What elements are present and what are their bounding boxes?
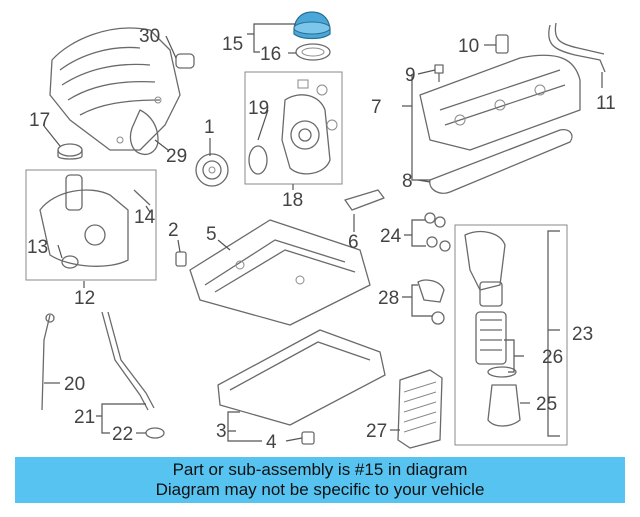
callout-10: 10 bbox=[458, 36, 479, 57]
oil-filter-box bbox=[454, 224, 568, 446]
callout-6: 6 bbox=[348, 232, 359, 253]
dipstick-20 bbox=[41, 313, 55, 411]
callout-18: 18 bbox=[282, 190, 303, 211]
lower-cover-box bbox=[25, 169, 157, 281]
valve-cover bbox=[419, 54, 581, 151]
callout-14: 14 bbox=[134, 207, 156, 228]
part-15-oil-filler-cap[interactable] bbox=[293, 11, 331, 40]
plug-2 bbox=[175, 251, 187, 267]
callout-8: 8 bbox=[402, 171, 413, 192]
leader-lines bbox=[43, 23, 603, 442]
valve-cover-gasket bbox=[429, 129, 573, 194]
part-16-seal bbox=[295, 43, 331, 61]
info-banner: Part or sub-assembly is #15 in diagram D… bbox=[15, 457, 625, 503]
callout-11: 11 bbox=[596, 93, 616, 114]
callout-24: 24 bbox=[380, 226, 402, 247]
callout-28: 28 bbox=[378, 288, 399, 309]
oil-pan-upper bbox=[189, 219, 371, 326]
tube-6 bbox=[344, 189, 385, 211]
callout-26: 26 bbox=[542, 347, 563, 368]
callout-9: 9 bbox=[405, 65, 416, 86]
ring-22 bbox=[145, 427, 165, 439]
callout-4: 4 bbox=[266, 432, 277, 453]
oil-cooler-27 bbox=[397, 369, 443, 449]
callout-17: 17 bbox=[29, 110, 50, 131]
bolt-9 bbox=[434, 64, 444, 82]
callout-21: 21 bbox=[74, 407, 95, 428]
callout-23: 23 bbox=[572, 324, 593, 345]
gasket-30 bbox=[175, 53, 195, 69]
sensor-10 bbox=[495, 34, 509, 54]
callout-30: 30 bbox=[139, 26, 160, 47]
oil-pan-lower bbox=[217, 329, 386, 426]
dipstick-tube-21 bbox=[101, 311, 155, 411]
drain-plug-4 bbox=[301, 431, 315, 445]
bolt-14 bbox=[133, 189, 151, 206]
callout-13: 13 bbox=[27, 237, 48, 258]
callout-3: 3 bbox=[216, 421, 227, 442]
pulley-1 bbox=[195, 153, 229, 187]
callout-labels: 15 16 30 17 29 1 19 18 10 11 9 7 8 14 13… bbox=[27, 26, 616, 453]
seal-19 bbox=[248, 145, 268, 175]
intake-manifold bbox=[49, 27, 181, 156]
callout-7: 7 bbox=[371, 97, 382, 118]
callout-29: 29 bbox=[166, 146, 187, 167]
callout-12: 12 bbox=[74, 288, 95, 309]
callout-19: 19 bbox=[248, 98, 269, 119]
seals-24 bbox=[424, 212, 451, 252]
callout-25: 25 bbox=[536, 394, 557, 415]
callout-1: 1 bbox=[204, 117, 215, 138]
callout-20: 20 bbox=[64, 374, 85, 395]
gasket-28 bbox=[417, 279, 445, 325]
callout-16: 16 bbox=[260, 44, 281, 65]
callout-5: 5 bbox=[206, 224, 217, 245]
banner-line-1: Part or sub-assembly is #15 in diagram bbox=[172, 460, 468, 479]
hose-11 bbox=[548, 22, 606, 73]
callout-22: 22 bbox=[112, 424, 133, 445]
banner-line-2: Diagram may not be specific to your vehi… bbox=[155, 480, 485, 499]
front-cover-box bbox=[244, 71, 343, 185]
ring-17 bbox=[57, 143, 83, 160]
callout-27: 27 bbox=[366, 421, 387, 442]
callout-15[interactable]: 15 bbox=[222, 34, 243, 55]
callout-2: 2 bbox=[168, 220, 179, 241]
